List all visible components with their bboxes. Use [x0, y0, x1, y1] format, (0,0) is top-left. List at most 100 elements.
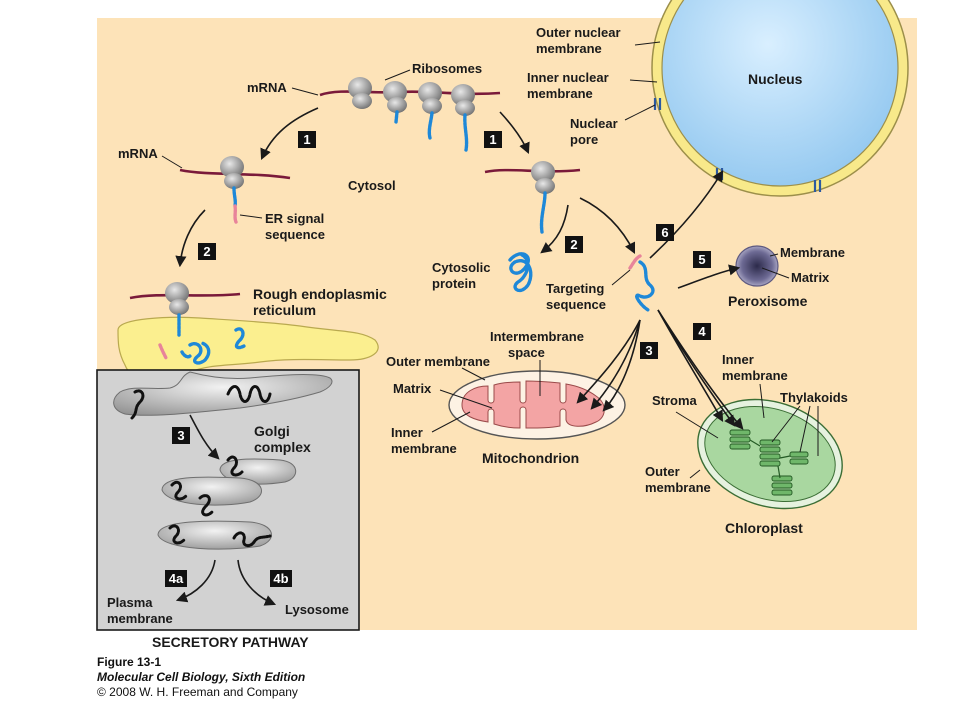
step1-left-arrow [260, 107, 319, 161]
inner-nuclear-membrane-leader [629, 79, 658, 83]
step2-right-arrow [540, 204, 569, 254]
matrix-mito-label: Matrix [393, 381, 432, 396]
svg-text:3: 3 [177, 428, 184, 443]
step3-golgi-arrow [189, 414, 220, 460]
step3-golgi-badge: 3 [172, 427, 190, 444]
step2-right-badge: 2 [565, 236, 583, 253]
step6-arrow [649, 170, 724, 259]
perox-matrix-leader [761, 267, 790, 279]
targeting-arrow [579, 197, 636, 255]
svg-text:6: 6 [661, 225, 668, 240]
step2-left-arrow [175, 209, 206, 268]
svg-text:2: 2 [570, 237, 577, 252]
step4-chloro-arrow-3 [657, 309, 744, 430]
inner-membrane-chloro-leader [759, 383, 765, 419]
er-cargo-2 [226, 385, 272, 403]
thylakoids-leader [771, 405, 819, 456]
er-signal-leader [239, 214, 263, 219]
golgi-cargo-5 [232, 531, 272, 548]
secretory-pathway-label: SECRETORY PATHWAY [152, 634, 309, 650]
inner-membrane-mito-leader [431, 411, 471, 433]
targeting-sequence-leader [611, 269, 631, 286]
mrna-top-leader [291, 87, 319, 96]
golgi-cargo-2 [170, 480, 188, 501]
ribosome-er-bound [179, 156, 291, 224]
cytosolic-protein [508, 252, 533, 293]
outer-membrane-mito-label: Outer membrane [386, 354, 490, 369]
cytosol-label: Cytosol [348, 178, 396, 193]
step5-badge: 5 [693, 251, 711, 268]
book-title: Molecular Cell Biology, Sixth Edition [97, 670, 305, 684]
step1-left-badge: 1 [298, 131, 316, 148]
stroma-leader [675, 411, 719, 439]
outer-nuclear-membrane-leader [634, 41, 661, 46]
peroxisome-membrane-label: Membrane [780, 245, 845, 260]
step1-right-arrow [499, 111, 530, 155]
matrix-mito-leader [439, 389, 493, 409]
step4b-arrow [237, 559, 277, 606]
nuclear-pore-leader [624, 104, 656, 121]
golgi-cargo-1 [226, 455, 244, 477]
mrna-top-label: mRNA [247, 80, 287, 95]
mrna-left-leader [161, 155, 183, 169]
stroma-label: Stroma [652, 393, 698, 408]
step3-mito-badge: 3 [640, 342, 658, 359]
step4a-arrow [175, 559, 216, 603]
ribosomes-label: Ribosomes [412, 61, 482, 76]
nucleus [651, 0, 909, 197]
svg-text:1: 1 [303, 132, 310, 147]
mitochondrion [448, 370, 626, 440]
step4a-badge: 4a [165, 570, 187, 587]
perox-membrane-leader [769, 253, 779, 257]
ribosome-free [484, 161, 581, 234]
copyright: © 2008 W. H. Freeman and Company [97, 685, 298, 699]
peroxisome-label: Peroxisome [728, 293, 808, 309]
step1-right-badge: 1 [484, 131, 502, 148]
thylakoids-label: Thylakoids [780, 390, 848, 405]
er-cargo-1 [130, 389, 145, 420]
svg-text:2: 2 [203, 244, 210, 259]
svg-text:3: 3 [645, 343, 652, 358]
outer-membrane-mito-leader [461, 367, 486, 381]
step4-chloro-badge: 4 [693, 323, 711, 340]
svg-text:5: 5 [698, 252, 705, 267]
er-transitional-region [113, 371, 333, 416]
svg-text:4b: 4b [273, 571, 288, 586]
targeting-protein [635, 260, 655, 312]
golgi-cargo-3 [198, 494, 214, 517]
step3-mito-arrow-2 [590, 319, 641, 410]
chloroplast-label: Chloroplast [725, 520, 803, 536]
step3-mito-arrow-1 [576, 319, 641, 404]
polyribosome [319, 77, 501, 152]
step4b-badge: 4b [270, 570, 292, 587]
golgi-cargo-4 [168, 524, 186, 545]
svg-text:4a: 4a [169, 571, 184, 586]
figure-number: Figure 13-1 [97, 655, 161, 669]
peroxisome [735, 245, 779, 287]
lysosome-label: Lysosome [285, 602, 349, 617]
nucleus-label: Nucleus [748, 71, 803, 87]
step6-badge: 6 [656, 224, 674, 241]
step3-mito-arrow-3 [602, 319, 641, 412]
golgi-cisterna-2 [161, 476, 262, 506]
step2-left-badge: 2 [198, 243, 216, 260]
mrna-left-label: mRNA [118, 146, 158, 161]
svg-text:1: 1 [489, 132, 496, 147]
svg-text:4: 4 [698, 324, 706, 339]
mitochondrion-label: Mitochondrion [482, 450, 579, 466]
peroxisome-matrix-label: Matrix [791, 270, 830, 285]
outer-membrane-chloro-leader [689, 469, 701, 479]
